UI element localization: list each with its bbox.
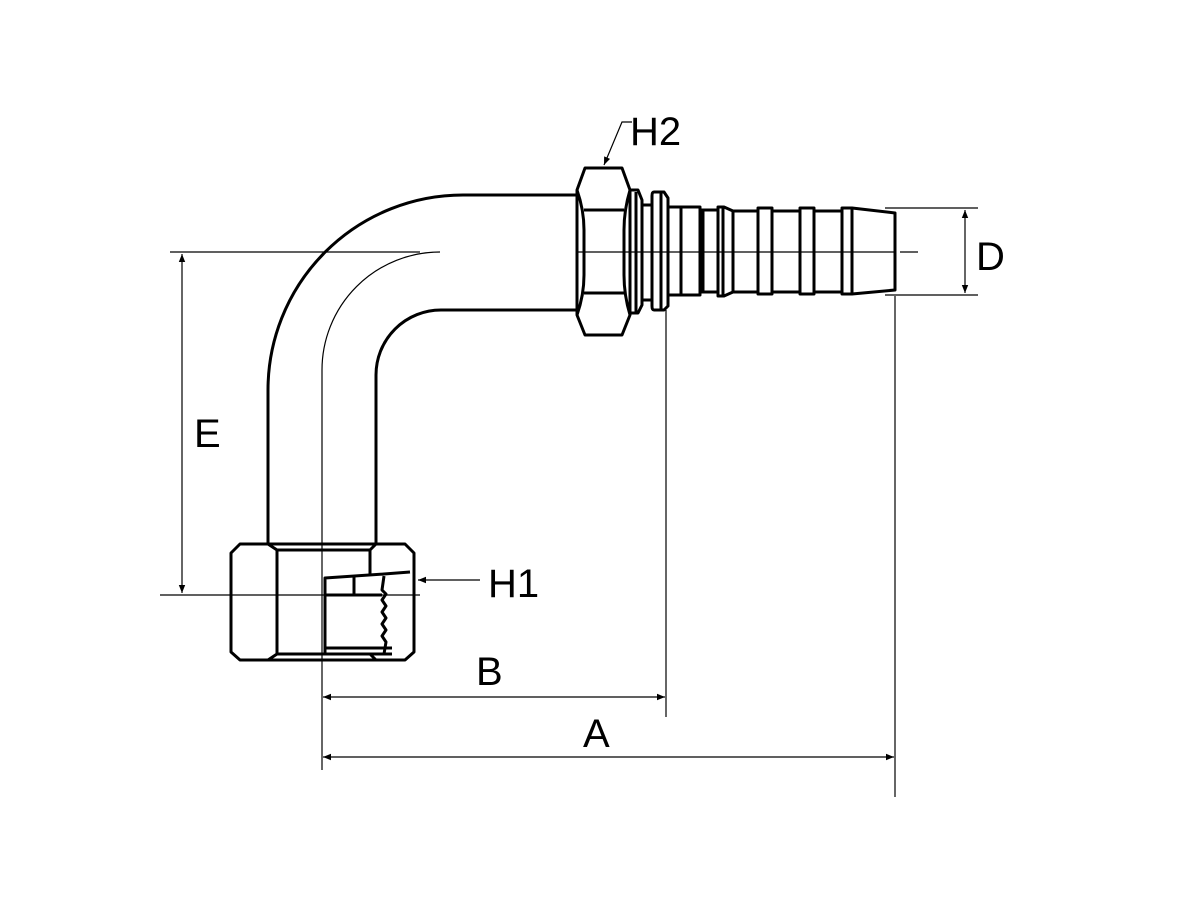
fitting-collar bbox=[630, 188, 670, 315]
label-b: B bbox=[476, 650, 503, 694]
extension-lines bbox=[665, 207, 978, 797]
hex-nut-h1 bbox=[229, 542, 416, 662]
label-d: D bbox=[976, 235, 1005, 279]
leader-h2 bbox=[603, 121, 632, 166]
label-h2: H2 bbox=[630, 110, 681, 154]
label-h1: H1 bbox=[488, 562, 539, 606]
elbow-tube bbox=[266, 193, 578, 770]
label-a: A bbox=[583, 712, 610, 756]
hose-tail bbox=[668, 205, 897, 298]
label-e: E bbox=[194, 412, 221, 456]
hex-nut-h2 bbox=[575, 166, 632, 337]
